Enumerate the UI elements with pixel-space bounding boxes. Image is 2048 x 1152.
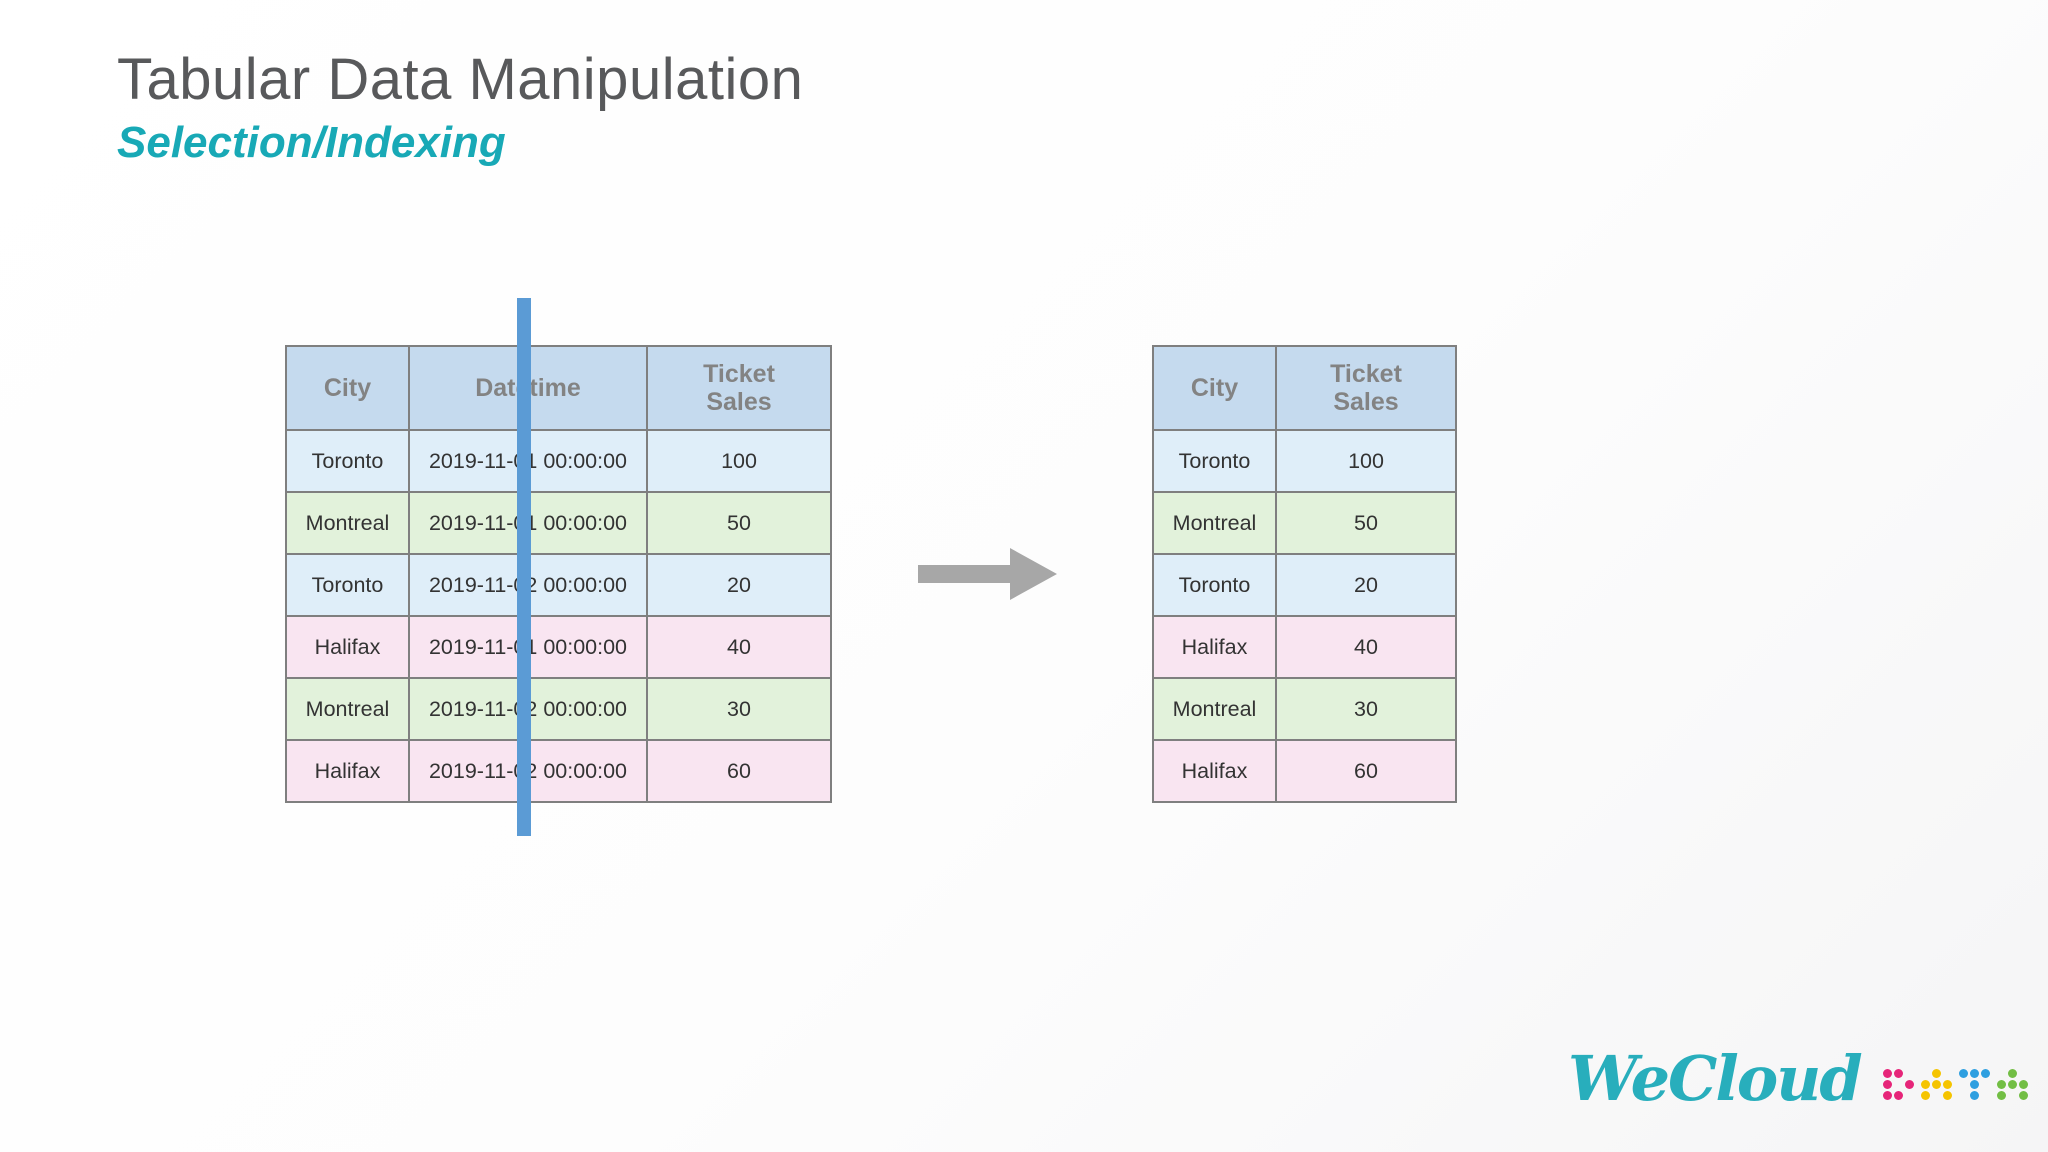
logo-dot	[1920, 1090, 1930, 1100]
logo-dot	[2007, 1079, 2017, 1089]
logo-dot	[1931, 1068, 1941, 1078]
table-cell: Halifax	[285, 739, 410, 803]
table-cell: 30	[1275, 677, 1457, 741]
logo-dot	[1969, 1068, 1979, 1078]
arrow-shaft	[918, 565, 1010, 583]
logo-dot	[2019, 1069, 2030, 1080]
table-cell: 60	[1275, 739, 1457, 803]
table-cell: 40	[646, 615, 832, 679]
table-cell: 30	[646, 677, 832, 741]
logo-dot	[1980, 1068, 1990, 1078]
logo-dot	[1996, 1079, 2006, 1089]
header-row: City Ticket Sales	[1152, 345, 1457, 431]
table-cell: Montreal	[285, 491, 410, 555]
column-header: City	[1152, 345, 1277, 431]
logo-dot	[1931, 1079, 1941, 1089]
logo-dot	[1969, 1090, 1979, 1100]
logo-dot-letter	[1958, 1068, 1992, 1102]
logo-dot	[1942, 1079, 1952, 1089]
column-header-label: Ticket Sales	[1330, 360, 1402, 416]
logo-dot	[1894, 1080, 1905, 1091]
logo-dot	[1904, 1079, 1914, 1089]
table-cell: 50	[1275, 491, 1457, 555]
transform-arrow	[918, 548, 1058, 600]
logo-wordmark: WeCloud	[1568, 1041, 1863, 1115]
column-header-label: City	[1190, 374, 1239, 402]
table-cell: Toronto	[285, 429, 410, 493]
logo-dot	[1981, 1091, 1992, 1102]
logo-dot	[1959, 1091, 1970, 1102]
table-cell: 20	[646, 553, 832, 617]
logo-data-dots-icon	[1882, 1068, 2035, 1102]
logo-dot	[1905, 1069, 1916, 1080]
logo-dot	[1882, 1090, 1892, 1100]
column-header: Ticket Sales	[646, 345, 832, 431]
page-subtitle: Selection/Indexing	[117, 118, 506, 167]
table-cell: 60	[646, 739, 832, 803]
logo-dot	[1981, 1080, 1992, 1091]
column-strike-bar	[517, 298, 531, 836]
column-header-label: City	[323, 374, 372, 402]
logo-dot	[1882, 1079, 1892, 1089]
table-cell: Halifax	[1152, 615, 1277, 679]
table-cell: 100	[646, 429, 832, 493]
table-cell: Toronto	[285, 553, 410, 617]
logo-dot	[2018, 1090, 2028, 1100]
table-cell: Montreal	[285, 677, 410, 741]
logo-dot	[1905, 1091, 1916, 1102]
logo-dot-letter	[1882, 1068, 1916, 1102]
logo-dot	[1932, 1091, 1943, 1102]
logo-dot	[2008, 1091, 2019, 1102]
page-title: Tabular Data Manipulation	[117, 47, 804, 112]
logo-dot	[1882, 1068, 1892, 1078]
arrow-head-icon	[1010, 548, 1057, 600]
header-row: CityDatetimeTicket Sales	[285, 345, 832, 431]
logo: WeCloud	[1568, 1032, 2035, 1124]
source-table: CityDatetimeTicket SalesToronto2019-11-0…	[285, 345, 832, 803]
column-header-label: Ticket Sales	[703, 360, 775, 416]
source-table-grid: CityDatetimeTicket SalesToronto2019-11-0…	[285, 345, 832, 803]
logo-dot	[1893, 1068, 1903, 1078]
logo-dot	[2007, 1068, 2017, 1078]
table-cell: Montreal	[1152, 677, 1277, 741]
table-cell: Toronto	[1152, 429, 1277, 493]
logo-dot	[1943, 1069, 1954, 1080]
logo-dot	[1921, 1069, 1932, 1080]
table-cell: Halifax	[1152, 739, 1277, 803]
column-header: City	[285, 345, 410, 431]
logo-dot	[1920, 1079, 1930, 1089]
logo-dot	[1996, 1090, 2006, 1100]
table-cell: Toronto	[1152, 553, 1277, 617]
table-cell: 50	[646, 491, 832, 555]
column-header: Ticket Sales	[1275, 345, 1457, 431]
logo-dot-letter	[1920, 1068, 1954, 1102]
table-cell: 20	[1275, 553, 1457, 617]
logo-dot	[1893, 1090, 1903, 1100]
logo-dot	[1969, 1079, 1979, 1089]
table-cell: 40	[1275, 615, 1457, 679]
logo-dot	[1997, 1069, 2008, 1080]
table-cell: Montreal	[1152, 491, 1277, 555]
logo-dot	[2018, 1079, 2028, 1089]
logo-dot	[1942, 1090, 1952, 1100]
logo-dot-letter	[1996, 1068, 2030, 1102]
table-cell: 100	[1275, 429, 1457, 493]
logo-dot	[1958, 1068, 1968, 1078]
logo-dot	[1959, 1080, 1970, 1091]
table-cell: Halifax	[285, 615, 410, 679]
